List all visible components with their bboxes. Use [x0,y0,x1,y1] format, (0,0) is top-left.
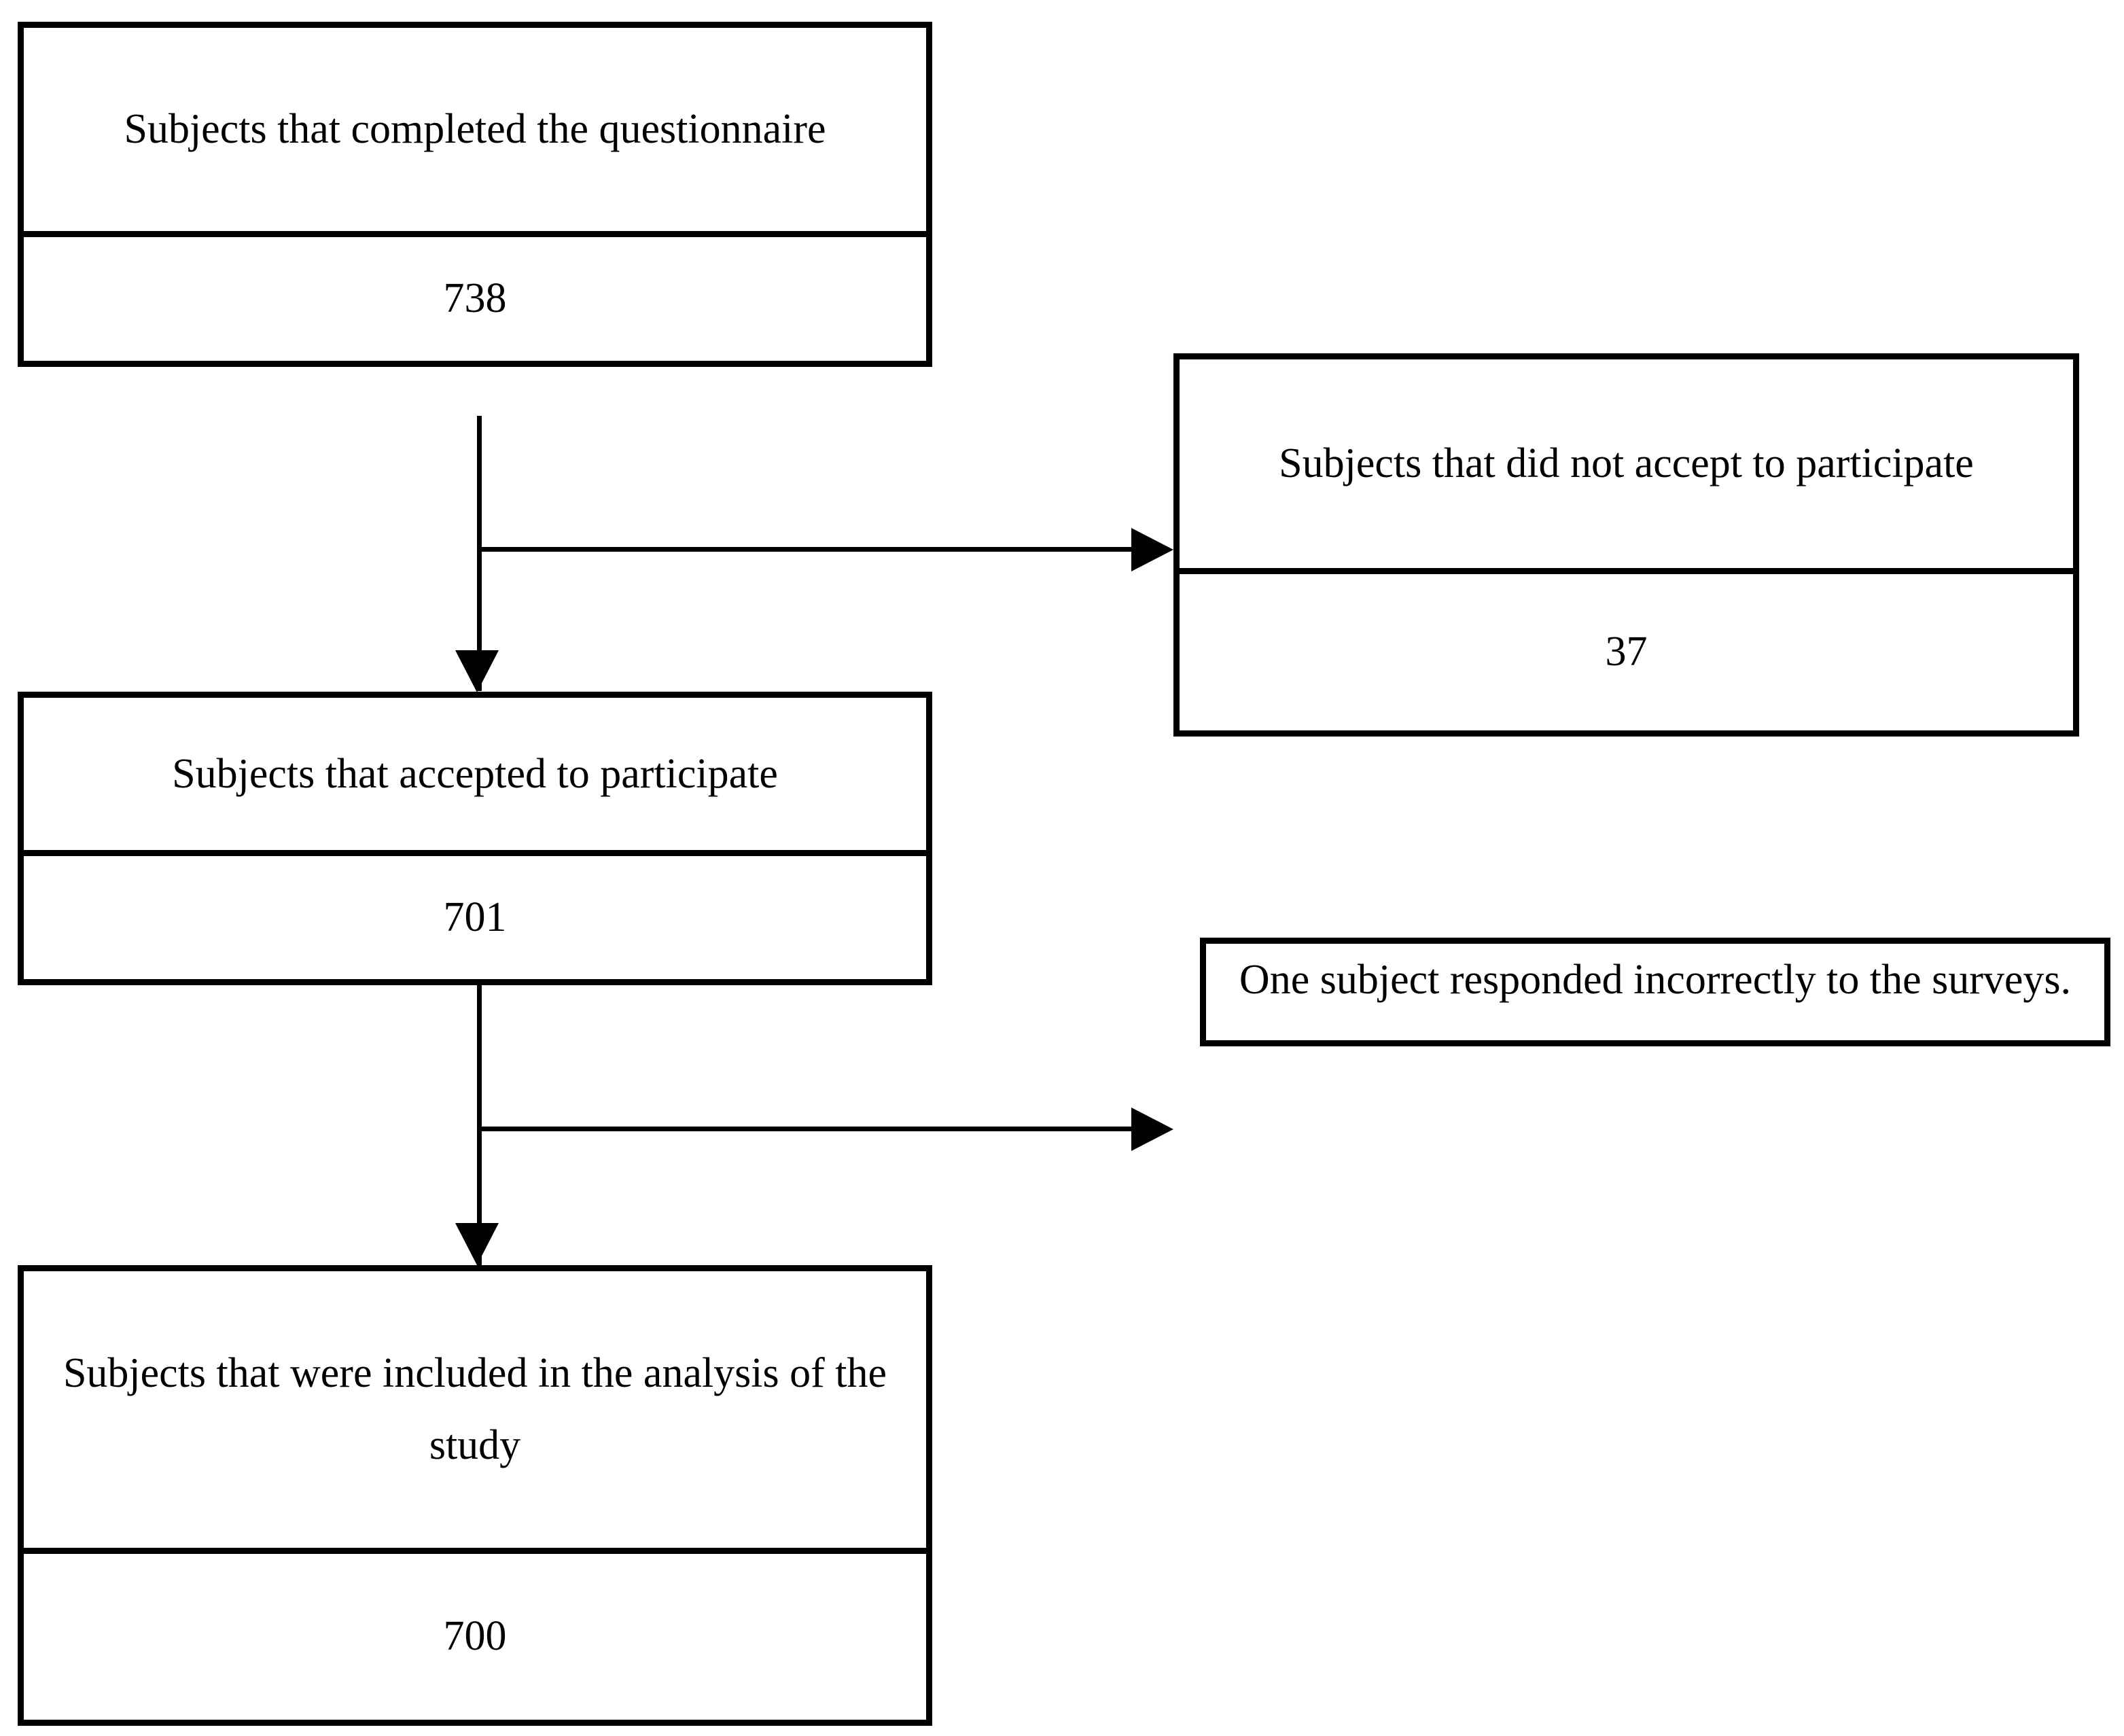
arrowhead-accepted-to-incorrect [1131,1108,1173,1151]
node-label-not-accept: Subjects that did not accept to particip… [1279,440,1974,487]
node-count-completed: 738 [24,230,926,361]
node-subjects-included-analysis: Subjects that were included in the analy… [18,1265,932,1726]
node-subjects-accepted: Subjects that accepted to participate 70… [18,692,932,985]
connector-completed-to-accepted-stem [477,416,482,691]
arrowhead-completed-to-accepted [455,650,499,692]
node-label-completed: Subjects that completed the questionnair… [124,106,826,153]
connector-accepted-to-included-stem [477,985,482,1265]
connector-completed-to-not-accept-line [479,547,1131,552]
arrowhead-completed-to-not-accept [1131,528,1173,571]
node-count-not-accept: 37 [1180,567,2073,730]
node-count-accepted: 701 [24,850,926,979]
node-label-incorrect: One subject responded incorrectly to the… [1239,957,2072,1003]
node-subjects-did-not-accept: Subjects that did not accept to particip… [1173,353,2079,737]
node-label-included: Subjects that were included in the analy… [63,1349,887,1469]
node-count-included: 700 [24,1547,926,1720]
arrowhead-accepted-to-included [455,1223,499,1265]
node-subject-responded-incorrectly: One subject responded incorrectly to the… [1200,938,2110,1046]
connector-accepted-to-incorrect-line [479,1127,1131,1131]
node-label-accepted: Subjects that accepted to participate [172,750,778,797]
node-subjects-completed-questionnaire: Subjects that completed the questionnair… [18,22,932,367]
